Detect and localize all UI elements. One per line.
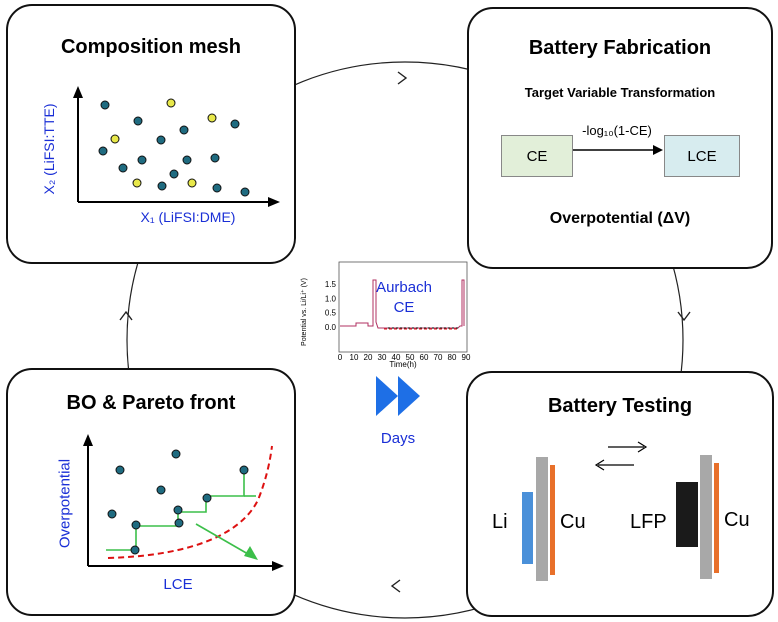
green-arrow-head bbox=[244, 546, 258, 560]
cell2-left-label: LFP bbox=[630, 511, 667, 533]
fast-forward-icon bbox=[376, 376, 420, 416]
composition-y-label: X₂ (LiFSI:TTE) bbox=[41, 103, 57, 195]
bo-title: BO & Pareto front bbox=[66, 392, 236, 414]
bo-dot bbox=[174, 518, 184, 528]
mesh-dot bbox=[100, 100, 110, 110]
bo-dot bbox=[171, 449, 181, 459]
voltage-ytick: 1.0 bbox=[325, 294, 337, 303]
mesh-dots bbox=[98, 98, 250, 197]
mesh-dot bbox=[179, 125, 189, 135]
voltage-plot-svg: 1.5 1.0 0.5 0.0 0 10 20 30 40 50 60 70 80 90 bbox=[325, 261, 471, 362]
cell2-right-label: Cu bbox=[724, 509, 750, 531]
voltage-xtick: 90 bbox=[462, 353, 471, 362]
bo-dot bbox=[239, 465, 249, 475]
cu-collector-1 bbox=[550, 465, 555, 575]
battery-fabrication-panel: Battery Fabrication Target Variable Tran… bbox=[467, 7, 773, 269]
mesh-dot bbox=[240, 187, 250, 197]
ce-box: CE bbox=[501, 135, 573, 177]
mesh-dot bbox=[156, 135, 166, 145]
bo-dot bbox=[115, 465, 125, 475]
cycle-arrow-top bbox=[397, 71, 408, 85]
testing-title: Battery Testing bbox=[547, 395, 693, 417]
pareto-plot bbox=[83, 434, 284, 571]
fabrication-title: Battery Fabrication bbox=[528, 37, 712, 59]
voltage-xtick: 20 bbox=[364, 353, 373, 362]
transform-arrow bbox=[573, 145, 663, 155]
transform-label: -log₁₀(1-CE) bbox=[582, 123, 652, 138]
mesh-dot bbox=[210, 153, 220, 163]
cu-collector-2 bbox=[714, 463, 719, 573]
voltage-ytick: 0.0 bbox=[325, 323, 337, 332]
bo-dot bbox=[156, 485, 166, 495]
bo-y-label: Overpotential bbox=[56, 458, 74, 549]
pareto-front-curve bbox=[107, 445, 273, 559]
cycle-arrow-left bbox=[119, 310, 133, 321]
mesh-dot bbox=[169, 169, 179, 179]
fabrication-subtitle: Target Variable Transformation bbox=[524, 85, 716, 100]
battery-testing-panel: Battery Testing Li Cu LFP Cu bbox=[466, 371, 774, 617]
composition-scatter bbox=[73, 86, 280, 207]
bo-pareto-panel: BO & Pareto front Overpotential LCE bbox=[6, 368, 296, 616]
lfp-electrode bbox=[676, 482, 698, 547]
bo-y-axis: Overpotential bbox=[52, 440, 78, 570]
separator-1 bbox=[536, 457, 548, 581]
composition-mesh-panel: Composition mesh X₂ (LiFSI:TTE) X₁ (LiFS… bbox=[6, 4, 296, 264]
mesh-dot bbox=[133, 116, 143, 126]
voltage-trace bbox=[340, 279, 465, 329]
voltage-xtick: 70 bbox=[434, 353, 443, 362]
bo-dot bbox=[130, 545, 140, 555]
voltage-ytick: 0.5 bbox=[325, 309, 337, 318]
cycle-arrow-bottom bbox=[390, 579, 401, 593]
voltage-ytick: 1.5 bbox=[325, 280, 337, 289]
mesh-dot bbox=[118, 163, 128, 173]
voltage-y-axis: Potential vs. Li/Li⁺ (V) bbox=[298, 278, 312, 346]
exchange-arrows-icon bbox=[594, 441, 648, 471]
cycle-arrow-right bbox=[677, 311, 691, 322]
aurbach-line2: CE bbox=[393, 299, 415, 316]
voltage-xtick: 80 bbox=[448, 353, 457, 362]
mesh-dot bbox=[98, 146, 108, 156]
composition-y-axis: X₂ (LiFSI:TTE) bbox=[36, 86, 62, 216]
mesh-dot bbox=[157, 181, 167, 191]
voltage-xtick: 40 bbox=[392, 353, 401, 362]
voltage-x-label: Time(h) bbox=[389, 360, 417, 369]
lce-box: LCE bbox=[664, 135, 740, 177]
aurbach-annotation: Aurbach CE bbox=[364, 278, 444, 318]
aurbach-line1: Aurbach bbox=[376, 279, 432, 296]
composition-x-label: X₁ (LiFSI:DME) bbox=[140, 209, 236, 225]
mesh-dot-yellow bbox=[132, 178, 142, 188]
overpotential-label: Overpotential (ΔV) bbox=[549, 210, 691, 227]
li-electrode bbox=[522, 492, 533, 564]
voltage-y-label: Potential vs. Li/Li⁺ (V) bbox=[301, 278, 308, 346]
mesh-dot-yellow bbox=[166, 98, 176, 108]
mesh-dot bbox=[230, 119, 240, 129]
bo-x-label: LCE bbox=[163, 576, 193, 593]
bo-dot bbox=[107, 509, 117, 519]
bo-dot bbox=[202, 493, 212, 503]
voltage-plot: 1.5 1.0 0.5 0.0 0 10 20 30 40 50 60 70 80 90 Potentia… bbox=[296, 252, 476, 372]
bo-dot bbox=[173, 505, 183, 515]
voltage-xtick: 50 bbox=[406, 353, 415, 362]
mesh-dot bbox=[137, 155, 147, 165]
days-label: Days bbox=[380, 430, 416, 447]
voltage-xtick: 0 bbox=[338, 353, 343, 362]
bo-dot bbox=[131, 520, 141, 530]
separator-2 bbox=[700, 455, 712, 579]
mesh-dot bbox=[212, 183, 222, 193]
mesh-dot-yellow bbox=[187, 178, 197, 188]
bo-dots bbox=[107, 449, 249, 555]
mesh-dot-yellow bbox=[110, 134, 120, 144]
cell1-left-label: Li bbox=[492, 511, 508, 533]
mesh-dot-yellow bbox=[207, 113, 217, 123]
voltage-xtick: 60 bbox=[420, 353, 429, 362]
mesh-dot bbox=[182, 155, 192, 165]
voltage-xtick: 30 bbox=[378, 353, 387, 362]
voltage-xtick: 10 bbox=[350, 353, 359, 362]
composition-title: Composition mesh bbox=[60, 36, 241, 58]
cell1-right-label: Cu bbox=[560, 511, 586, 533]
